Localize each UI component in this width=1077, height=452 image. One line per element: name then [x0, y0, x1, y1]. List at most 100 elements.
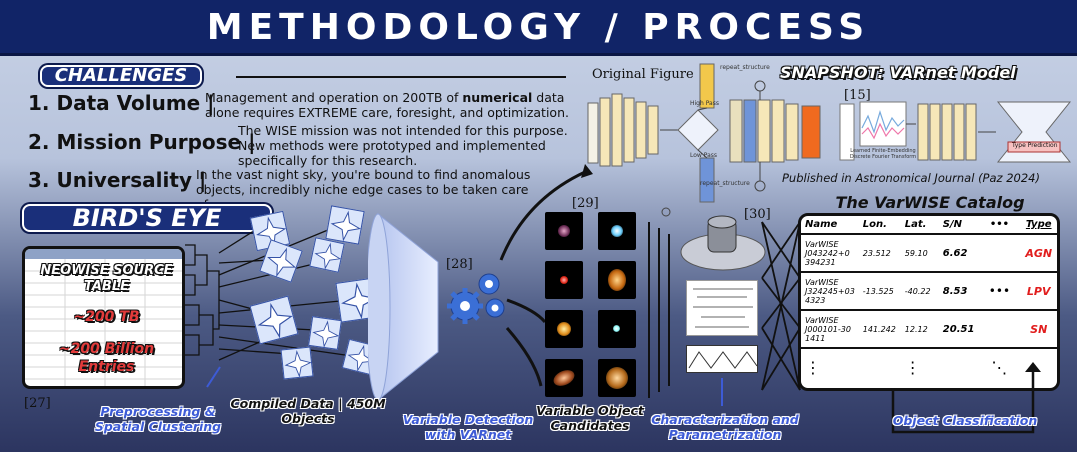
formula-panel	[686, 280, 758, 336]
birds-eye-heading: BIRD'S EYE	[22, 204, 272, 232]
gears-icon	[447, 273, 505, 324]
characterization-tick	[721, 378, 723, 406]
block-5	[647, 105, 659, 155]
data-funnel	[368, 212, 439, 402]
challenges-rule	[236, 76, 566, 78]
challenge-1-title: 1. Data Volume |	[28, 91, 215, 115]
catalog-table: Name Lon. Lat. S/N ••• Type VarWISE J043…	[801, 216, 1057, 386]
candidate-1	[545, 212, 583, 250]
object-tile-6	[249, 295, 299, 345]
cite-27: [27]	[24, 396, 51, 411]
challenge-1-desc-a: Management and operation on 200TB of	[205, 90, 463, 105]
page-title: METHODOLOGY / PROCESS	[0, 0, 1077, 56]
cell-type: AGN	[1020, 234, 1057, 273]
challenge-3-desc: In the vast night sky, you're bound to f…	[196, 167, 531, 212]
table-grid	[25, 249, 182, 386]
catalog-title: The VarWISE Catalog	[835, 193, 1025, 212]
architecture-figure	[587, 63, 821, 217]
cell-sn: 8.53	[938, 272, 979, 311]
learned-embedding-label: Learned Finite-Embedding Discrete Fourie…	[849, 148, 917, 160]
cell-name: ⋮	[805, 358, 821, 377]
candidate-8	[598, 359, 636, 397]
table-title-line-1: NEOWISE SOURCE	[40, 263, 173, 278]
dense-3	[941, 103, 953, 161]
dense-1	[917, 103, 929, 161]
caption-compiled-line-2: Objects	[281, 411, 335, 426]
dense-2	[929, 103, 941, 161]
object-tile-7	[308, 316, 342, 350]
cell-lat: 12.12	[900, 310, 939, 349]
embedding-block	[839, 103, 855, 161]
col-lon: Lon.	[858, 216, 901, 235]
caption-detection-line-1: Variable Detection	[402, 412, 534, 427]
candidate-5	[545, 310, 583, 348]
table-row: ⋮ ⋮ ⋱	[801, 348, 1057, 386]
fourier-plot	[859, 101, 907, 147]
col-lat: Lat.	[900, 216, 939, 235]
col-more: •••	[978, 216, 1021, 235]
classification-links	[761, 221, 801, 391]
separator-lines	[648, 222, 670, 398]
block-7	[743, 99, 757, 163]
light-curve-panel	[686, 345, 758, 373]
table-row: VarWISE J043242+0 394231 23.512 59.10 6.…	[801, 234, 1057, 273]
candidate-4	[598, 261, 636, 299]
caption-preprocessing-line-2: Spatial Clustering	[94, 419, 222, 434]
block-2	[611, 93, 623, 167]
caption-compiled: Compiled Data | 450M Objects	[228, 396, 388, 426]
caption-detection: Variable Detection with VARnet	[398, 412, 538, 442]
cite-30: [30]	[744, 207, 771, 222]
cell-sn: 6.62	[938, 234, 979, 273]
cell-sn: 20.51	[938, 310, 979, 349]
challenge-1-desc-b: data alone requires EXTREME care, foresi…	[205, 90, 569, 120]
cell-name: VarWISE J000101-30 1411	[801, 310, 859, 349]
cell-more	[978, 234, 1021, 273]
caption-characterization-line-2: Parametrization	[668, 427, 782, 442]
block-9	[771, 99, 785, 163]
table-entries-line-1: ~200 Billion	[58, 341, 155, 357]
caption-preprocessing: Preprocessing & Spatial Clustering	[88, 404, 228, 434]
object-tile-4	[335, 277, 381, 323]
challenge-1-desc: Management and operation on 200TB of num…	[205, 90, 580, 120]
challenges-heading: CHALLENGES	[40, 65, 202, 87]
block-3	[623, 97, 635, 163]
caption-classification: Object Classification	[892, 413, 1038, 428]
flow-arrows	[499, 164, 593, 387]
caption-candidates-line-1: Variable Object	[536, 403, 644, 418]
varwise-catalog: Name Lon. Lat. S/N ••• Type VarWISE J043…	[798, 213, 1060, 391]
challenge-3-title: 3. Universality |	[28, 168, 207, 192]
snapshot-cite: [15]	[844, 88, 871, 103]
challenge-2-desc: The WISE mission was not intended for th…	[238, 123, 568, 168]
cell-more: ⋱	[991, 358, 1008, 377]
cell-lat: 59.10	[900, 234, 939, 273]
repeat-structure-top: repeat_structure	[720, 64, 770, 71]
cell-name: VarWISE J043242+0 394231	[801, 234, 859, 273]
object-tile-8	[280, 346, 314, 380]
object-tile-9	[341, 338, 379, 376]
cite-29: [29]	[572, 196, 599, 211]
col-name: Name	[801, 216, 859, 235]
caption-characterization: Characterization and Parametrization	[645, 412, 805, 442]
cell-lon: 23.512	[858, 234, 901, 273]
snapshot-heading: SNAPSHOT: VARnet Model	[780, 63, 1016, 82]
table-entries-line-2: Entries	[78, 359, 135, 375]
candidate-7	[545, 359, 583, 397]
high-pass-label: High Pass	[690, 100, 719, 107]
object-tile-2	[325, 205, 365, 245]
block-4	[635, 101, 647, 159]
block-6	[729, 99, 743, 163]
low-pass-label: Low Pass	[690, 152, 717, 159]
catalog-header-row: Name Lon. Lat. S/N ••• Type	[801, 216, 1057, 235]
object-tile-3	[259, 239, 303, 283]
cell-more: •••	[978, 272, 1021, 311]
caption-candidates-line-2: Candidates	[550, 418, 630, 433]
caption-compiled-line-1: Compiled Data | 450M	[230, 396, 386, 411]
block-11	[801, 105, 821, 159]
table-row: VarWISE J000101-30 1411 141.242 12.12 20…	[801, 310, 1057, 349]
dense-5	[965, 103, 977, 161]
block-10	[785, 103, 799, 161]
input-block	[587, 102, 599, 164]
merge-small	[661, 207, 671, 217]
cell-more	[978, 310, 1021, 349]
satellite-icon	[680, 215, 766, 271]
